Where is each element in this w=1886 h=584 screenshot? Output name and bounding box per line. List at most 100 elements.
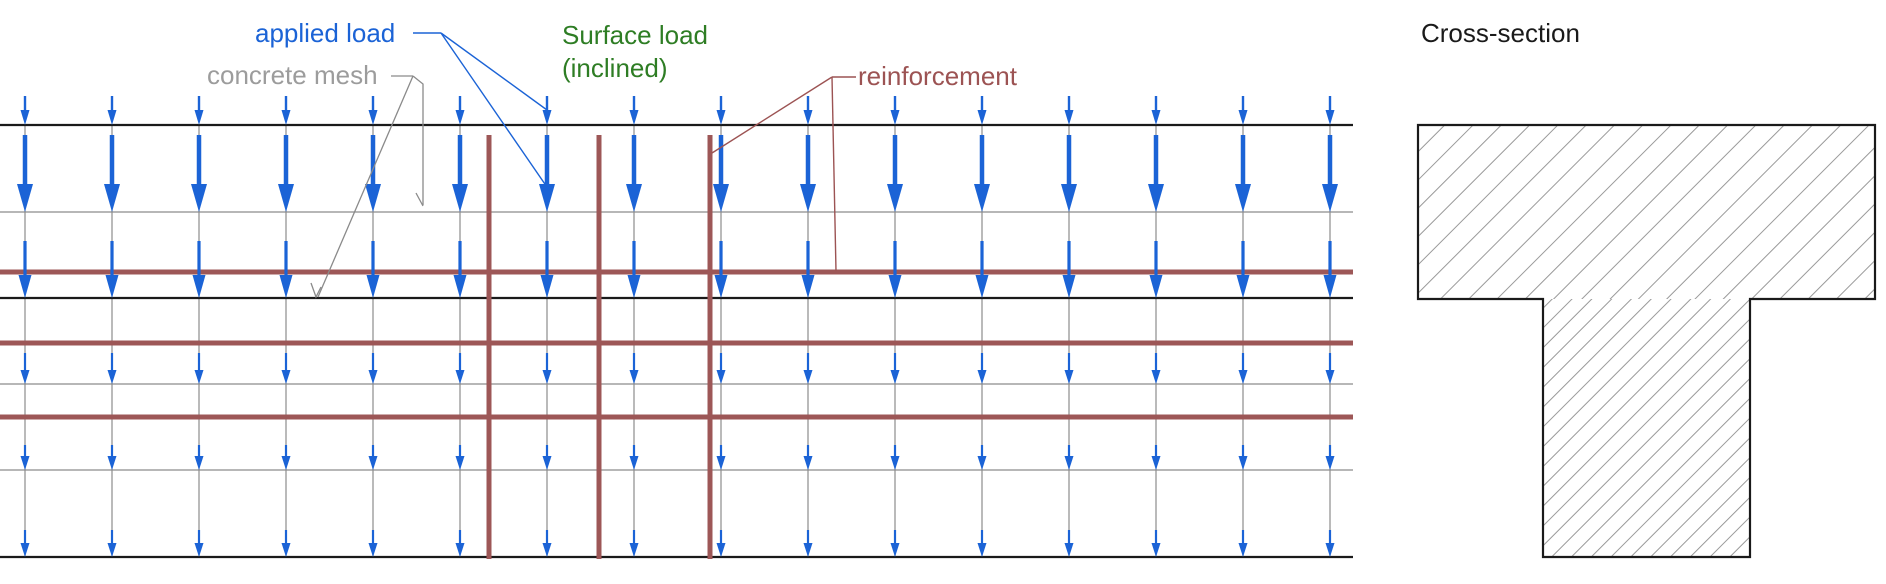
load-arrow-head: [453, 275, 467, 298]
load-arrow-head: [1151, 456, 1161, 470]
load-arrow-head: [1064, 370, 1074, 384]
load-arrow-head: [629, 110, 639, 125]
load-arrow-head: [542, 456, 552, 470]
load-arrow-head: [888, 275, 902, 298]
load-arrow-head: [974, 184, 990, 212]
load-arrow-head: [1238, 456, 1248, 470]
concrete-mesh-leader: [317, 75, 414, 298]
load-arrow-head: [455, 110, 465, 125]
concrete-mesh-label: concrete mesh: [207, 60, 378, 90]
load-arrow-head: [977, 543, 987, 557]
reinforcement-leader: [831, 76, 837, 272]
load-arrow-head: [17, 184, 33, 212]
cross-section-web-hatch: [1543, 299, 1750, 557]
load-arrow-head: [803, 370, 813, 384]
load-arrow-head: [627, 275, 641, 298]
load-arrow-head: [977, 370, 987, 384]
load-arrow-head: [713, 184, 729, 212]
load-arrow-head: [803, 543, 813, 557]
load-arrow-head: [887, 184, 903, 212]
load-arrow-head: [890, 370, 900, 384]
load-arrow-head: [1062, 275, 1076, 298]
load-arrow-head: [107, 543, 117, 557]
load-arrow-head: [542, 110, 552, 125]
load-arrow-head: [716, 543, 726, 557]
load-arrow-head: [368, 110, 378, 125]
load-arrow-head: [716, 110, 726, 125]
load-arrow-head: [803, 456, 813, 470]
load-arrow-head: [368, 370, 378, 384]
load-arrow-head: [191, 184, 207, 212]
reinforcement-label: reinforcement: [858, 61, 1017, 91]
load-arrow-head: [714, 275, 728, 298]
load-arrow-head: [368, 543, 378, 557]
load-arrow-head: [192, 275, 206, 298]
load-arrow-head: [104, 184, 120, 212]
load-arrow-head: [1151, 543, 1161, 557]
load-arrow-head: [542, 370, 552, 384]
surface-load-label-line2: (inclined): [562, 53, 668, 83]
load-arrow-head: [105, 275, 119, 298]
load-arrow-head: [975, 275, 989, 298]
load-arrow-head: [716, 370, 726, 384]
load-arrow-head: [539, 184, 555, 212]
load-arrow-head: [800, 184, 816, 212]
applied-load-leader: [440, 32, 550, 191]
load-arrow-head: [281, 370, 291, 384]
load-arrow-head: [194, 110, 204, 125]
load-arrow-head: [1235, 184, 1251, 212]
applied-load-arrows: [17, 96, 1338, 557]
load-arrow-head: [1064, 456, 1074, 470]
load-arrow-head: [1322, 184, 1338, 212]
load-arrow-head: [194, 370, 204, 384]
load-arrow-head: [194, 543, 204, 557]
reinforcement-bars: [0, 135, 1353, 559]
concrete-mesh-leader: [412, 75, 424, 205]
cross-section-drawing: [1416, 123, 1877, 559]
load-arrow-head: [890, 110, 900, 125]
load-arrow-head: [716, 456, 726, 470]
load-arrow-head: [281, 543, 291, 557]
load-arrow-head: [20, 370, 30, 384]
load-arrow-head: [803, 110, 813, 125]
load-arrow-head: [1064, 543, 1074, 557]
load-arrow-head: [18, 275, 32, 298]
load-arrow-head: [366, 275, 380, 298]
load-arrow-head: [1325, 543, 1335, 557]
load-arrow-head: [20, 456, 30, 470]
surface-load-label-line1: Surface load: [562, 20, 708, 50]
load-arrow-head: [107, 370, 117, 384]
load-arrow-head: [452, 184, 468, 212]
load-arrow-head: [107, 110, 117, 125]
load-arrow-head: [1325, 110, 1335, 125]
load-arrow-head: [279, 275, 293, 298]
load-arrow-head: [629, 456, 639, 470]
cross-section-title: Cross-section: [1421, 18, 1580, 48]
load-arrow-head: [1149, 275, 1163, 298]
leader-arrow-tick: [415, 192, 424, 207]
slab-boundary-lines: [0, 123, 1353, 559]
leader-arrow-tick: [310, 282, 322, 299]
cross-section-outline: [1416, 123, 1877, 559]
load-arrow-head: [1148, 184, 1164, 212]
load-arrow-head: [1238, 543, 1248, 557]
load-arrow-head: [626, 184, 642, 212]
applied-load-leader: [440, 32, 548, 111]
load-arrow-head: [890, 456, 900, 470]
load-arrow-head: [455, 370, 465, 384]
load-arrow-head: [1236, 275, 1250, 298]
cross-section-flange-hatch: [1418, 125, 1875, 299]
load-arrow-head: [1325, 370, 1335, 384]
load-arrow-head: [281, 456, 291, 470]
load-arrow-head: [1151, 370, 1161, 384]
applied-load-label: applied load: [255, 18, 396, 48]
load-arrow-head: [1325, 456, 1335, 470]
load-arrow-head: [1151, 110, 1161, 125]
load-arrow-head: [540, 275, 554, 298]
load-arrow-head: [20, 110, 30, 125]
load-arrow-head: [629, 370, 639, 384]
load-arrow-head: [278, 184, 294, 212]
load-arrow-head: [977, 456, 987, 470]
